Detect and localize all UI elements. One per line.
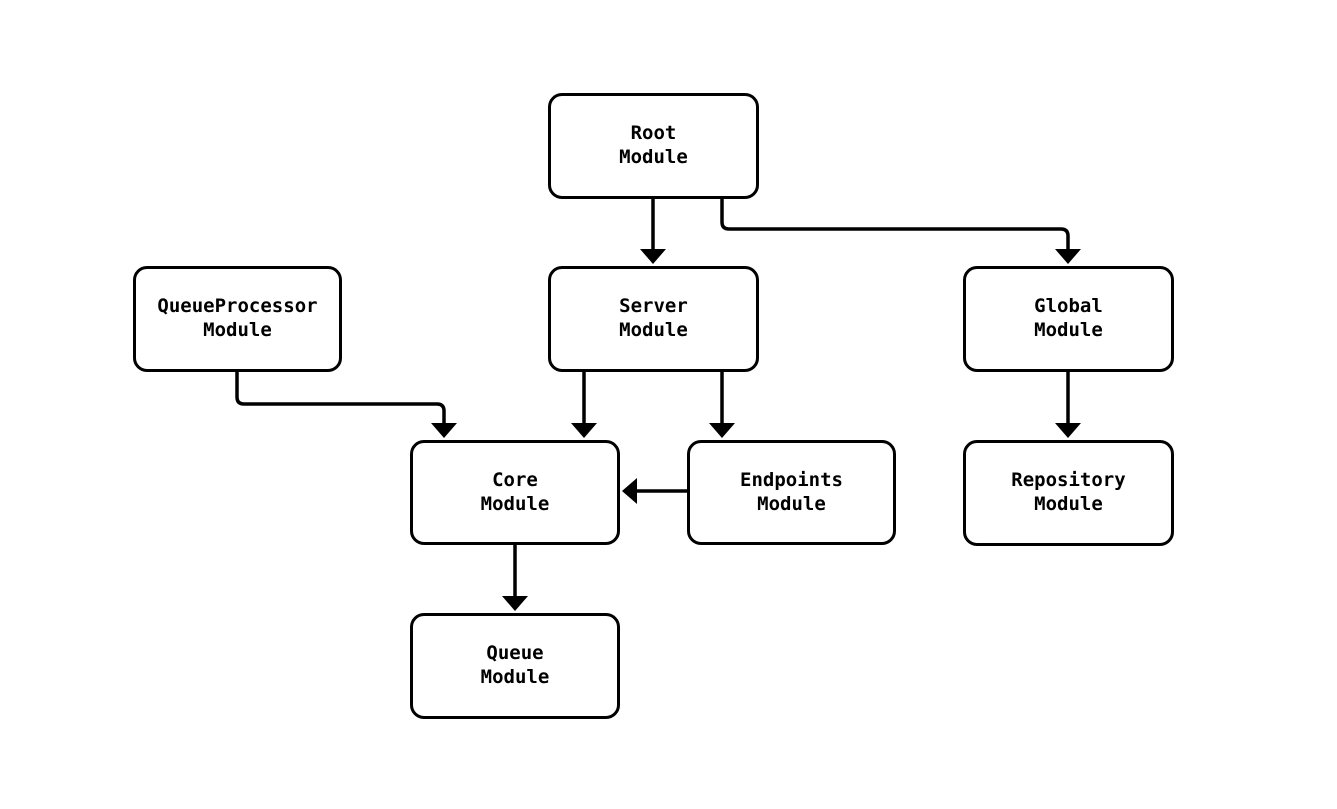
edge-core-to-queue [502,545,528,611]
node-label-line2: Module [480,492,550,515]
node-label-line2: Module [1034,493,1103,515]
arrowhead [502,596,528,611]
node-label-line1: Server [619,295,688,318]
node-label-line1: Root [630,122,677,145]
node-label-line1: Repository [1011,469,1126,492]
arrowhead [1055,423,1081,438]
edge-global-to-repository [1055,372,1081,438]
node-label-line2: Module [480,666,550,688]
node-label-line1: Endpoints [740,468,843,491]
node-label-line2: Module [1034,319,1103,341]
edge-server-to-core [571,372,597,438]
arrowhead [709,423,735,438]
node-label-line1: QueueProcessor [157,295,318,318]
arrowhead [640,249,666,264]
arrowhead [622,478,637,504]
node-label-line1: Core [492,468,538,491]
node-label-line2: Module [619,319,688,341]
node-label-line1: Queue [486,642,544,665]
edge-root-to-server [640,199,666,264]
arrowhead [431,423,457,438]
node-label-line2: Module [619,146,688,168]
node-label-line2: Module [757,492,826,515]
edge-queueprocessor-to-core [235,372,457,438]
edge-endpoints-to-core [622,478,687,504]
arrowhead [1055,249,1081,264]
node-label-line2: Module [203,319,272,341]
edge-root-to-global [720,199,1081,264]
arrowhead [571,423,597,438]
edge-server-to-endpoints [709,372,735,438]
node-label-line1: Global [1034,295,1103,318]
